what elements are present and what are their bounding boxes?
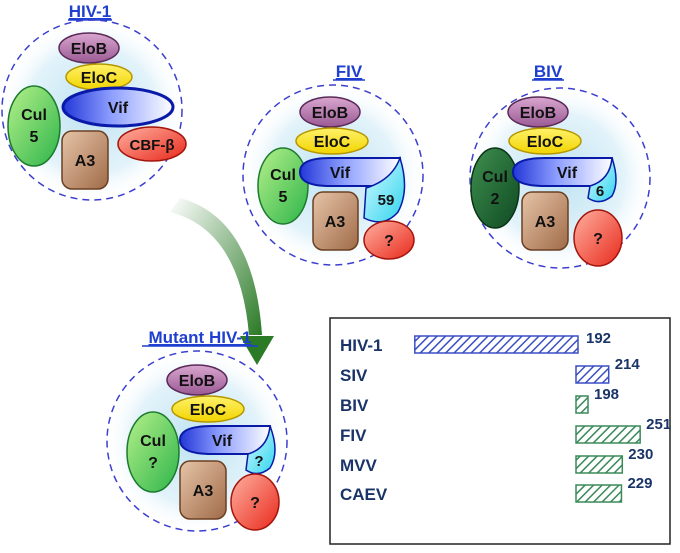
vif-length-bar xyxy=(575,455,624,474)
vif-length-name: MVV xyxy=(340,456,378,475)
mutant-eloc-label: EloC xyxy=(190,402,227,419)
mutant-unknown-label: ? xyxy=(250,495,260,512)
mutant-cul xyxy=(126,411,180,493)
vif-length-bar xyxy=(414,335,579,354)
hiv1-vif-label: Vif xyxy=(108,100,129,117)
fiv-cul-label: Cul xyxy=(270,167,296,184)
fiv-eloc-label: EloC xyxy=(314,134,351,151)
biv-cul xyxy=(470,147,520,229)
mutant-a3 xyxy=(179,460,227,520)
hiv1-panel: HIV-1 EloB EloC Cul 5 Vif A3 CBF-β xyxy=(0,2,187,202)
biv-a3 xyxy=(521,191,569,251)
hiv1-cbf-beta-label: CBF-β xyxy=(130,137,175,154)
vif-length-name: HIV-1 xyxy=(340,336,383,355)
mutant-eloc xyxy=(171,395,245,423)
biv-unknown-factor xyxy=(573,209,623,267)
mutant-elob xyxy=(166,364,228,396)
biv-vif-label: Vif xyxy=(557,165,578,182)
biv-cul-number: 2 xyxy=(491,191,500,208)
vif-length-value: 214 xyxy=(615,356,641,373)
hiv1-a3 xyxy=(61,130,109,190)
fiv-extra-domain-label: 59 xyxy=(378,192,395,209)
biv-extra-domain xyxy=(587,157,617,203)
hiv1-boundary xyxy=(1,19,183,201)
biv-title: BIV xyxy=(534,62,563,81)
hiv1-elob-label: EloB xyxy=(71,41,107,58)
vif-length-bar xyxy=(575,425,641,444)
mutant-unknown-factor xyxy=(230,473,280,531)
biv-cul-label: Cul xyxy=(482,169,508,186)
fiv-elob-label: EloB xyxy=(312,105,348,122)
biv-eloc xyxy=(508,127,582,155)
hiv1-title: HIV-1 xyxy=(69,2,112,21)
hiv1-cul xyxy=(7,85,61,167)
fiv-vif-label: Vif xyxy=(330,165,351,182)
mutant-panel: Mutant HIV-1 EloB EloC Cul ? Vif ? A3 ? xyxy=(105,328,289,533)
vif-length-bar xyxy=(575,395,589,414)
mutant-a3-label: A3 xyxy=(193,483,214,500)
fiv-a3-label: A3 xyxy=(325,214,346,231)
hiv1-cbf-beta xyxy=(117,126,187,162)
fiv-cul xyxy=(257,147,309,225)
vif-length-bar xyxy=(575,365,610,384)
fiv-title: FIV xyxy=(336,62,363,81)
mutant-vif-label: Vif xyxy=(212,433,233,450)
hiv1-eloc-label: EloC xyxy=(81,70,118,87)
hiv1-vif xyxy=(61,86,175,128)
mutant-boundary xyxy=(106,350,288,532)
vif-length-name: BIV xyxy=(340,396,369,415)
hiv1-elob xyxy=(58,32,120,64)
vif-length-name: SIV xyxy=(340,366,368,385)
hiv1-cul-number: 5 xyxy=(30,129,39,146)
fiv-cul-number: 5 xyxy=(279,189,288,206)
biv-unknown-label: ? xyxy=(593,231,603,248)
mutant-extra-domain-label: ? xyxy=(254,453,263,470)
mutant-elob-label: EloB xyxy=(179,373,215,390)
vif-length-value: 198 xyxy=(594,386,619,403)
vif-length-name: CAEV xyxy=(340,485,388,504)
mutant-title: Mutant HIV-1 xyxy=(149,328,252,347)
vif-length-bar xyxy=(575,484,623,503)
biv-boundary xyxy=(469,87,651,269)
mutant-cul-number: ? xyxy=(148,455,158,472)
fiv-panel: FIV EloB EloC Cul 5 Vif 59 A3 ? xyxy=(241,62,425,267)
transition-arrow xyxy=(170,198,274,365)
biv-a3-label: A3 xyxy=(535,214,556,231)
vif-length-name: FIV xyxy=(340,426,367,445)
biv-elob xyxy=(507,96,569,128)
vif-length-value: 230 xyxy=(628,446,653,463)
fiv-boundary xyxy=(242,84,424,266)
biv-panel: BIV EloB EloC Cul 2 Vif 6 A3 ? xyxy=(468,62,652,270)
hiv1-a3-label: A3 xyxy=(75,153,96,170)
fiv-unknown-factor xyxy=(363,220,415,260)
biv-extra-domain-label: 6 xyxy=(596,183,604,200)
fiv-unknown-label: ? xyxy=(384,233,394,250)
fiv-eloc xyxy=(295,127,369,155)
biv-eloc-label: EloC xyxy=(527,134,564,151)
fiv-elob xyxy=(299,96,361,128)
hiv1-cul-label: Cul xyxy=(21,107,47,124)
fiv-a3 xyxy=(312,191,359,251)
vif-length-value: 229 xyxy=(627,475,652,492)
transition-arrow-shaft xyxy=(170,198,262,335)
transition-arrow-head xyxy=(240,336,274,365)
vif-length-value: 192 xyxy=(586,330,611,347)
biv-elob-label: EloB xyxy=(520,105,556,122)
mutant-cul-label: Cul xyxy=(140,433,166,450)
vif-length-value: 251 xyxy=(646,416,671,433)
